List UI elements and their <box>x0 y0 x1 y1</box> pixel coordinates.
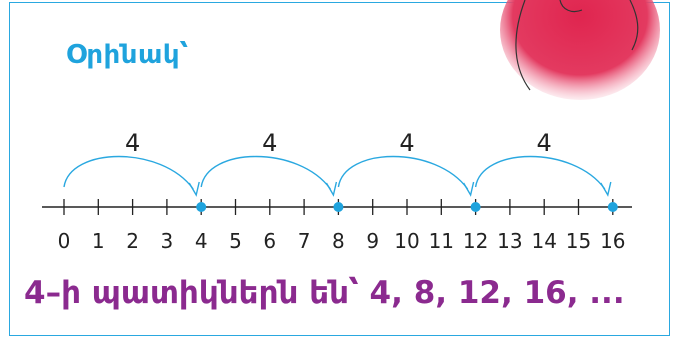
result-value: 4, <box>369 275 403 311</box>
tick-label: 9 <box>366 229 379 253</box>
arrow-head <box>600 181 612 197</box>
result-value: 8, <box>413 275 448 311</box>
jump-arc <box>200 155 331 190</box>
tick-label: 2 <box>126 229 139 253</box>
result-value: 12, <box>457 275 513 311</box>
tick-label: 3 <box>161 229 174 253</box>
tick-label: 5 <box>229 229 242 253</box>
result-value: 16, <box>523 275 579 311</box>
tick-label: 4 <box>195 229 208 253</box>
tick-label: 15 <box>566 229 591 253</box>
arrow-head <box>462 181 475 197</box>
tick-label: 7 <box>298 229 311 253</box>
tick-label: 1 <box>92 229 105 253</box>
arrow-head <box>325 181 338 197</box>
tick-label: 8 <box>332 229 345 253</box>
tick-label: 10 <box>394 229 419 253</box>
tick-label: 6 <box>263 229 276 253</box>
jump-label: 4 <box>262 129 277 157</box>
result-prefix: 4–ի պատիկներն են՝ <box>24 275 359 311</box>
tick-label: 13 <box>497 229 522 253</box>
pink-creature-illustration <box>500 0 660 100</box>
tick-label: 0 <box>58 229 71 253</box>
jump-arc <box>337 155 469 190</box>
tick-label: 16 <box>600 229 625 253</box>
tick-label: 11 <box>429 229 454 253</box>
example-label: Օրինակ՝ <box>66 40 189 70</box>
highlight-point <box>333 202 344 212</box>
tick-label: 12 <box>463 229 488 253</box>
arrow-head <box>188 181 200 197</box>
jump-arc <box>474 155 606 190</box>
highlight-point <box>470 202 481 212</box>
highlight-point <box>607 202 618 212</box>
highlight-point <box>196 202 207 212</box>
result-value: ... <box>589 275 625 311</box>
jump-arc <box>63 155 194 190</box>
jump-label: 4 <box>537 129 552 157</box>
multiples-result: 4–ի պատիկներն են՝ 4, 8, 12, 16, ... <box>24 275 625 311</box>
tick-label: 14 <box>531 229 556 253</box>
jump-label: 4 <box>125 129 140 157</box>
jump-label: 4 <box>399 129 414 157</box>
